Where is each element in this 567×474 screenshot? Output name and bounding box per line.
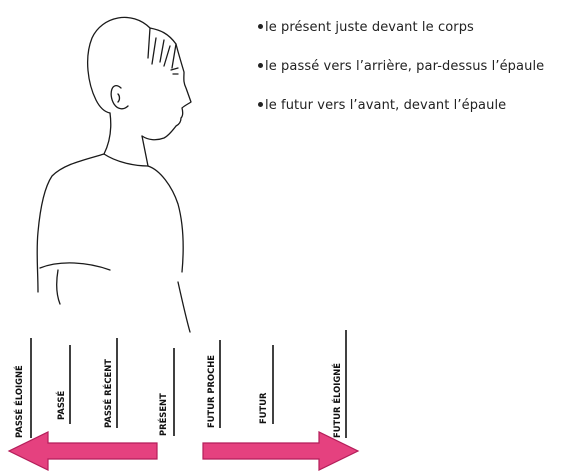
man-ear	[111, 86, 128, 109]
label-present: PRÉSENT	[157, 393, 168, 436]
man-collar	[104, 154, 148, 166]
label-passe-eloigne: PASSÉ ÉLOIGNÉ	[13, 365, 24, 438]
label-passe-recent: PASSÉ RÉCENT	[102, 359, 113, 428]
timeline-label-passe-recent: PASSÉ RÉCENT	[102, 338, 117, 428]
man-torso	[37, 154, 190, 332]
man-sleeve	[40, 263, 110, 270]
note-futur-text: le futur vers l’avant, devant l’épaule	[265, 98, 506, 113]
timeline-label-present: PRÉSENT	[157, 348, 174, 436]
timeline: PASSÉ ÉLOIGNÉ PASSÉ PASSÉ RÉCENT PRÉSENT…	[13, 330, 346, 438]
timeline-label-passe-eloigne: PASSÉ ÉLOIGNÉ	[13, 338, 31, 438]
timeline-label-futur-proche: FUTUR PROCHE	[206, 340, 220, 428]
man-hair	[88, 17, 176, 113]
note-present-text: le présent juste devant le corps	[265, 20, 474, 35]
label-futur: FUTUR	[258, 392, 268, 424]
label-futur-proche: FUTUR PROCHE	[206, 355, 216, 428]
man-figure	[37, 17, 191, 332]
timeline-label-futur: FUTUR	[258, 345, 273, 424]
bullet-icon	[258, 63, 263, 68]
label-passe: PASSÉ	[55, 390, 66, 420]
note-passe: le passé vers l’arrière, par-dessus l’ép…	[258, 59, 544, 74]
label-futur-eloigne: FUTUR ÉLOIGNÉ	[331, 363, 342, 438]
note-passe-text: le passé vers l’arrière, par-dessus l’ép…	[265, 59, 544, 74]
man-eye	[171, 68, 178, 74]
bullet-icon	[258, 24, 263, 29]
note-present: le présent juste devant le corps	[258, 20, 474, 35]
timeline-label-futur-eloigne: FUTUR ÉLOIGNÉ	[331, 330, 346, 438]
note-futur: le futur vers l’avant, devant l’épaule	[258, 98, 506, 113]
bullet-icon	[258, 102, 263, 107]
timeline-label-passe: PASSÉ	[55, 345, 70, 424]
